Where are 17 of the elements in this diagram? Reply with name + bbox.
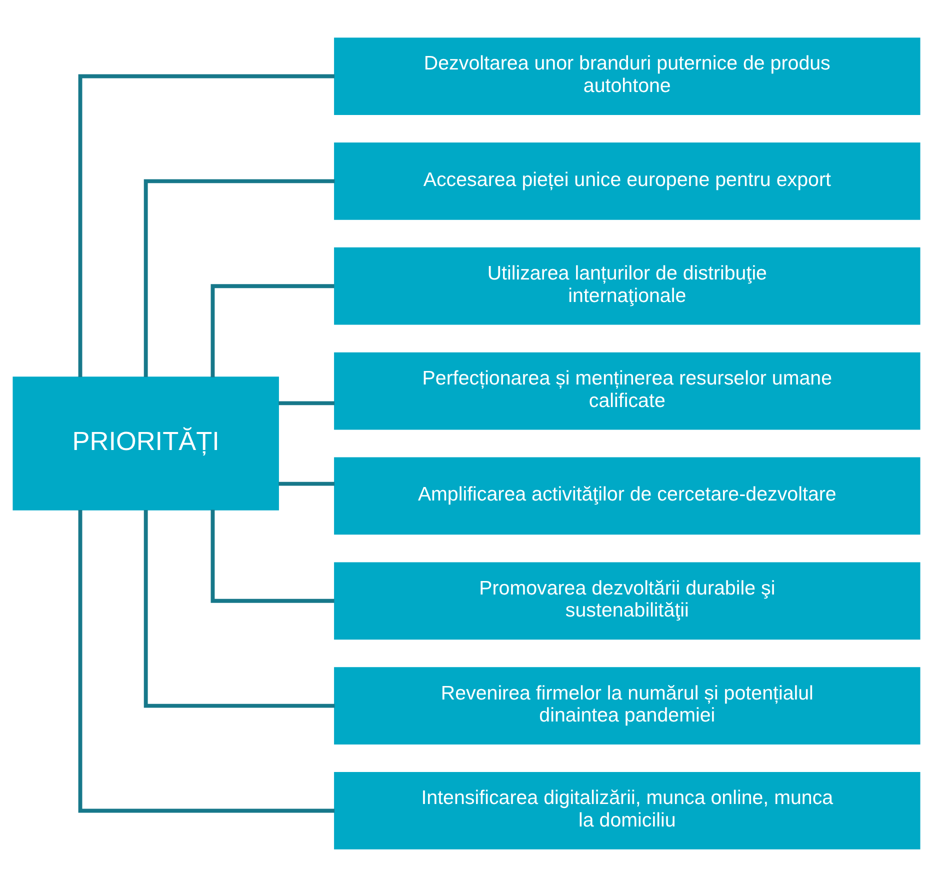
connector — [144, 510, 335, 708]
connector — [210, 284, 334, 377]
node-box: Promovarea dezvoltării durabile şi sustenabilităţii — [334, 562, 920, 640]
connector — [278, 400, 334, 405]
connector — [278, 481, 334, 486]
connector — [78, 74, 334, 376]
node-box: Revenirea firmelor la numărul și potențialul dinaintea pandemiei — [334, 666, 920, 744]
connector — [78, 510, 334, 812]
connector — [144, 178, 335, 376]
node-box: Accesarea pieței unice europene pentru export — [334, 142, 920, 220]
node-box: Perfecționarea și menținerea resurselor umane calificate — [334, 352, 920, 430]
node-box: PRIORITĂȚI — [12, 376, 279, 510]
node-box: Intensificarea digitalizării, munca online, munca la domiciliu — [334, 772, 920, 849]
connector — [210, 509, 334, 602]
node-box: Dezvoltarea unor branduri puternice de produs autohtone — [334, 37, 920, 114]
node-box: Amplificarea activităţilor de cercetare-dezvoltare — [334, 456, 920, 534]
node-box: Utilizarea lanțurilor de distribuţie internaţionale — [334, 246, 920, 324]
